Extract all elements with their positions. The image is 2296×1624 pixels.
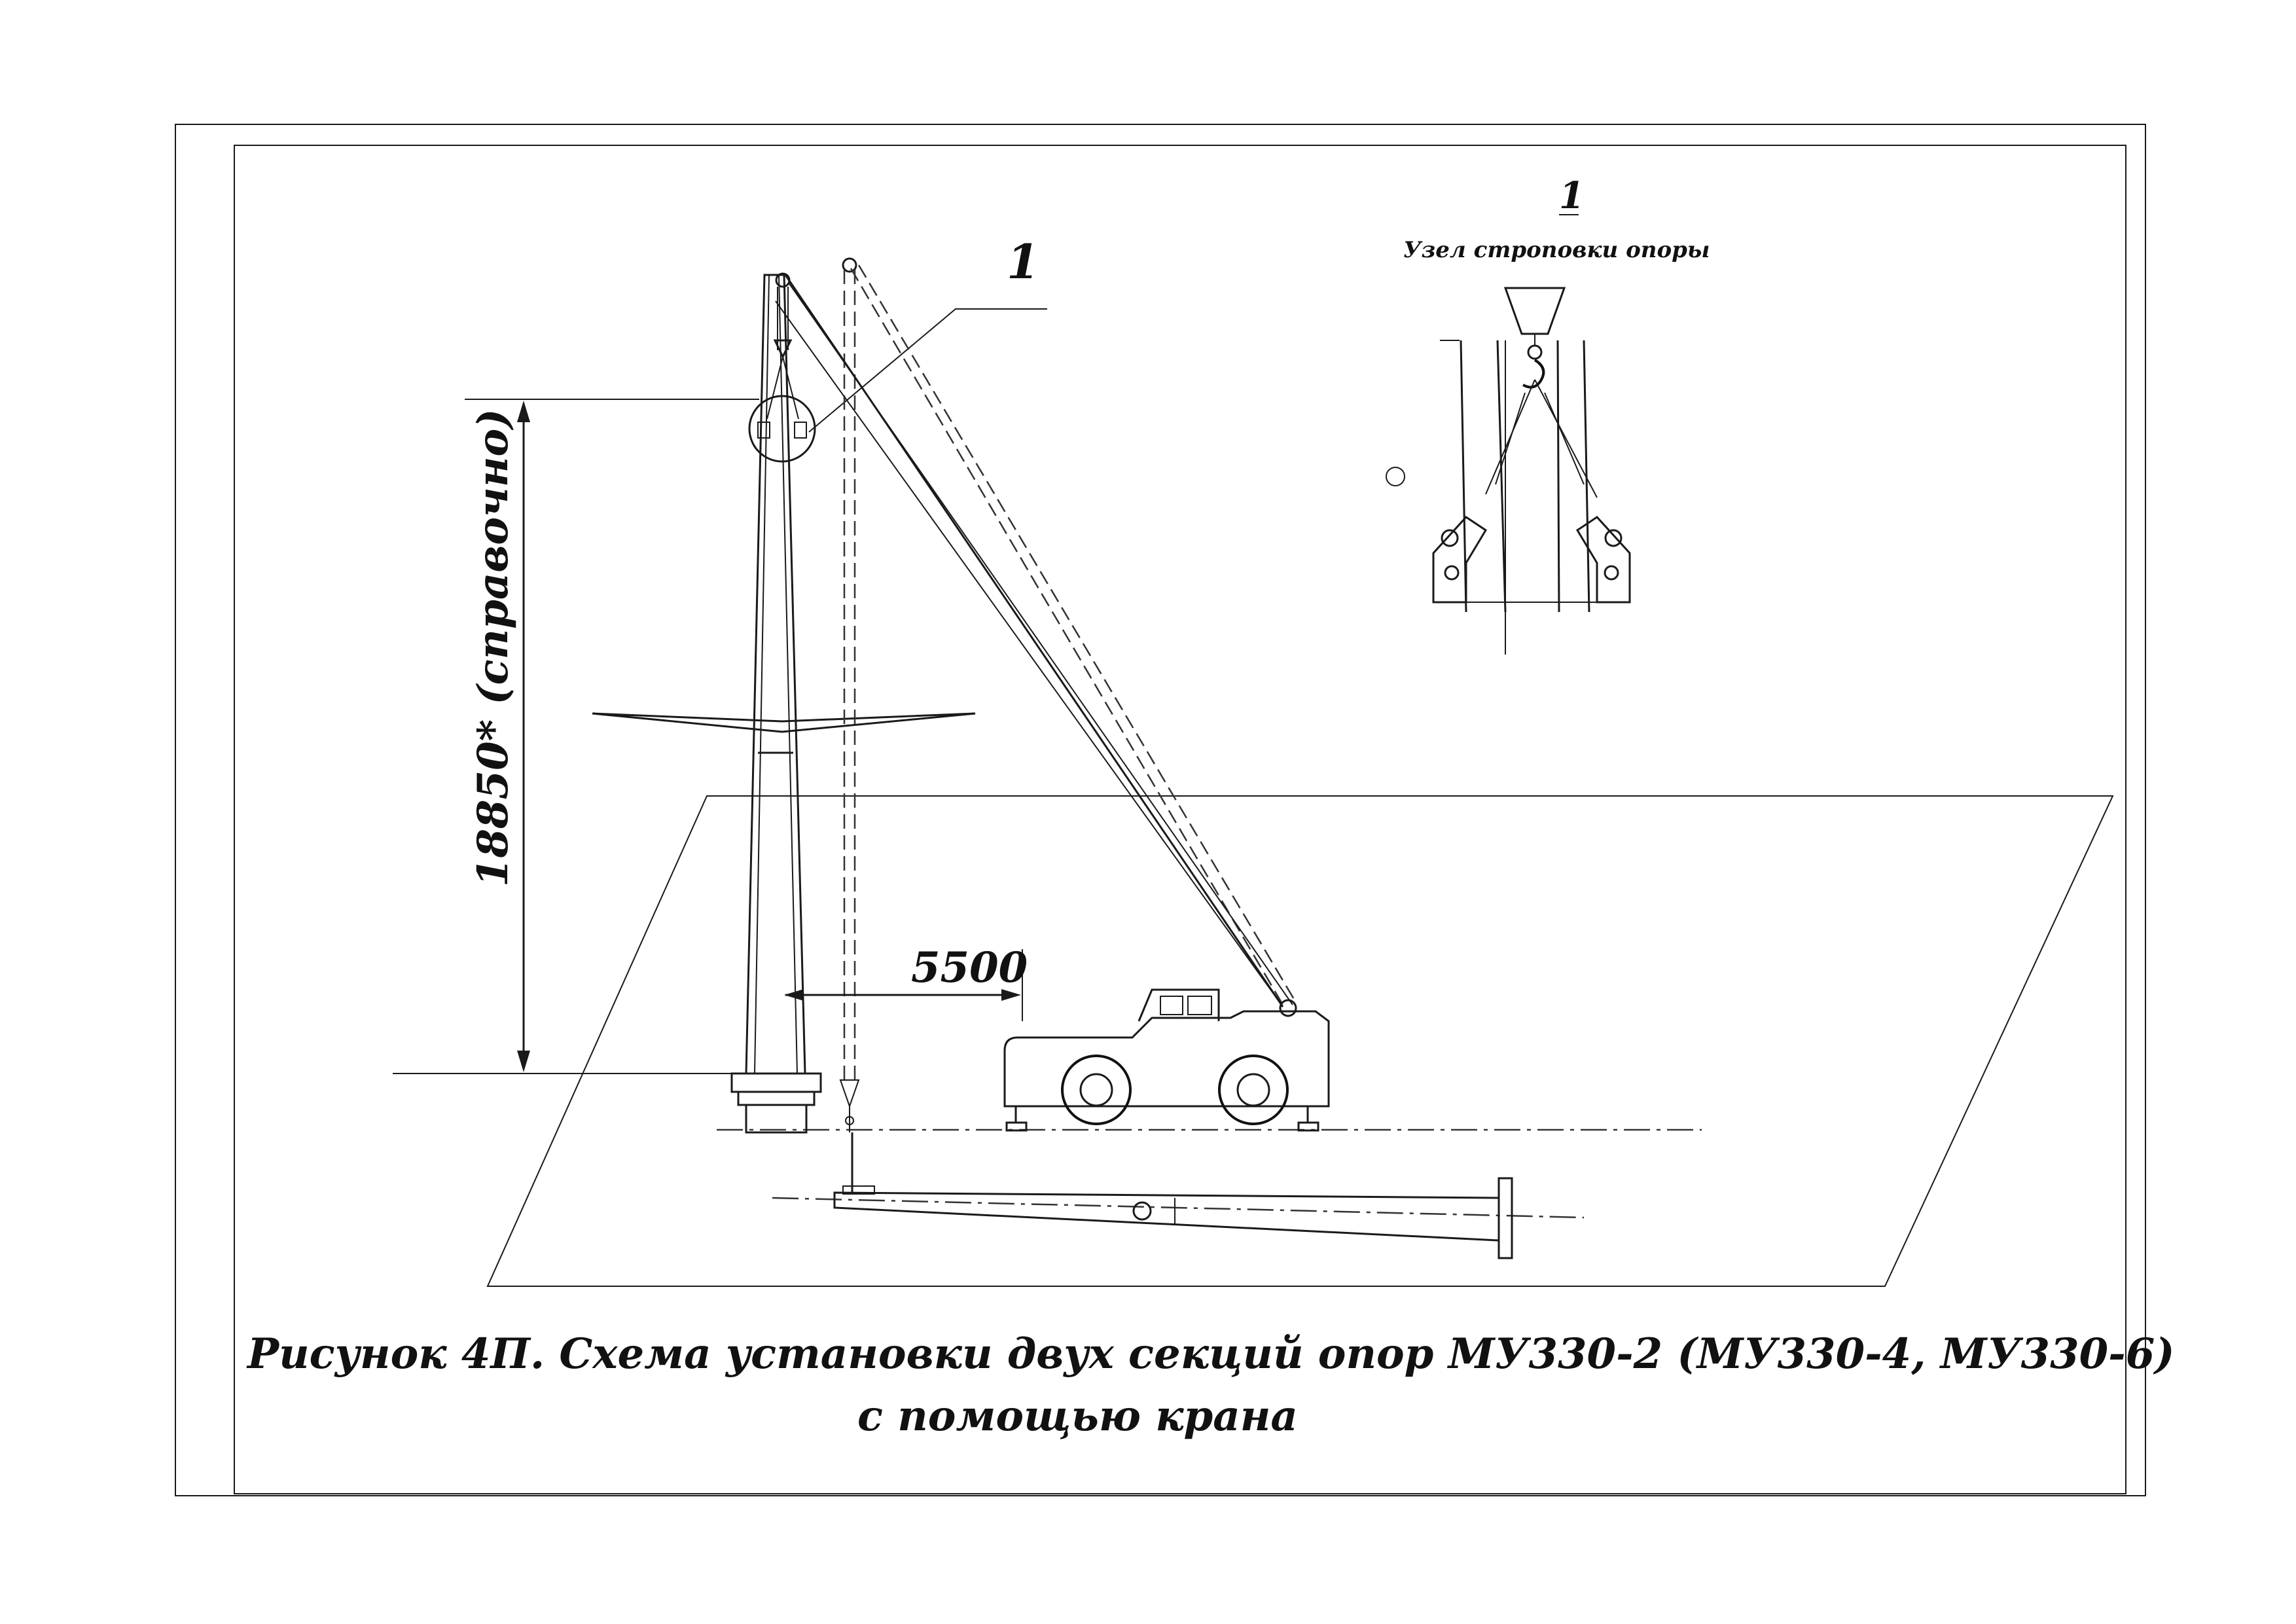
- sling-node-callout-circle: [748, 395, 816, 463]
- detail-number: 1: [1559, 174, 1585, 217]
- offset-dimension: [784, 949, 1023, 1021]
- callout-leader: [808, 308, 1047, 433]
- detail-mark-circle: [1386, 467, 1405, 486]
- inner-frame: [234, 145, 2126, 1494]
- lying-pole-section: [772, 1132, 1585, 1259]
- height-dimension: [393, 399, 759, 1074]
- sling-node-detail: [1432, 287, 1631, 655]
- crane-boom: [775, 274, 1293, 1007]
- boom-alternate-position: [839, 257, 1296, 1132]
- installed-pole: [592, 272, 976, 1134]
- ground-plane: [486, 795, 2114, 1287]
- outer-frame: [175, 124, 2146, 1496]
- mobile-crane: [1003, 988, 1330, 1132]
- callout-number: 1: [1007, 234, 1039, 289]
- figure-caption-line-2: с помощью крана: [857, 1392, 1298, 1441]
- offset-dimension-label: 5500: [911, 943, 1028, 992]
- height-dimension-label: 18850* (справочно): [469, 409, 518, 888]
- detail-title: Узел строповки опоры: [1403, 237, 1710, 263]
- figure-caption-line-1: Рисунок 4П. Схема установки двух секций …: [246, 1329, 2175, 1379]
